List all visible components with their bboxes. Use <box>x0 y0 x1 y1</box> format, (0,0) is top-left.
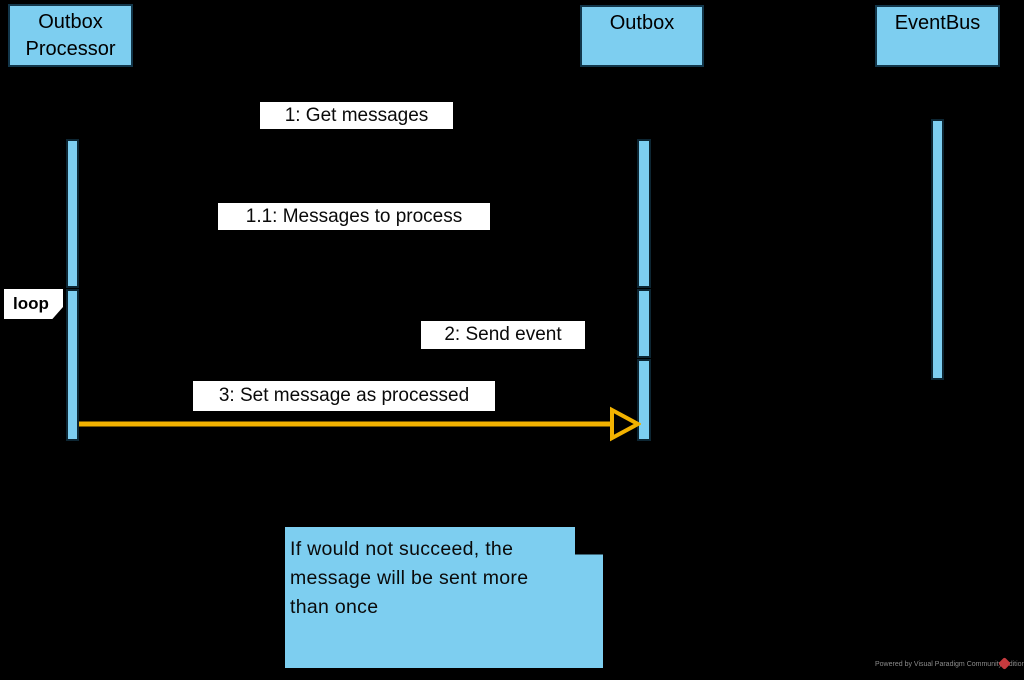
note-box: If would not succeed, the message will b… <box>285 527 603 668</box>
activation-bar-outbox-processor-1 <box>66 139 79 288</box>
activation-bar-outbox-processor-2 <box>66 289 79 441</box>
activation-bar-outbox-1 <box>637 139 651 288</box>
actor-box-outbox-processor: Outbox Processor <box>8 4 133 67</box>
actor-box-eventbus: EventBus <box>875 5 1000 67</box>
actor-label: Outbox <box>609 12 675 34</box>
loop-fragment-operator: loop <box>4 289 63 319</box>
message-label-messages-to-process: 1.1: Messages to process <box>218 203 490 230</box>
activation-bar-outbox-3 <box>637 359 651 441</box>
actor-label-line1: Outbox <box>38 10 103 33</box>
message-label-send-event: 2: Send event <box>421 321 585 349</box>
actor-label: EventBus <box>894 12 981 34</box>
watermark-text: Powered by Visual Paradigm Community Edi… <box>875 661 1024 668</box>
message-label-set-message-processed: 3: Set message as processed <box>193 381 495 411</box>
message-arrow-set-message-processed <box>79 406 641 442</box>
activation-bar-outbox-2 <box>637 289 651 358</box>
actor-box-outbox: Outbox <box>580 5 704 67</box>
activation-bar-eventbus <box>931 119 944 380</box>
actor-label-line2: Processor <box>25 37 116 60</box>
arrowhead-open-triangle-icon <box>610 406 641 442</box>
note-text: If would not succeed, the message will b… <box>290 538 529 618</box>
message-label-get-messages: 1: Get messages <box>260 102 453 129</box>
